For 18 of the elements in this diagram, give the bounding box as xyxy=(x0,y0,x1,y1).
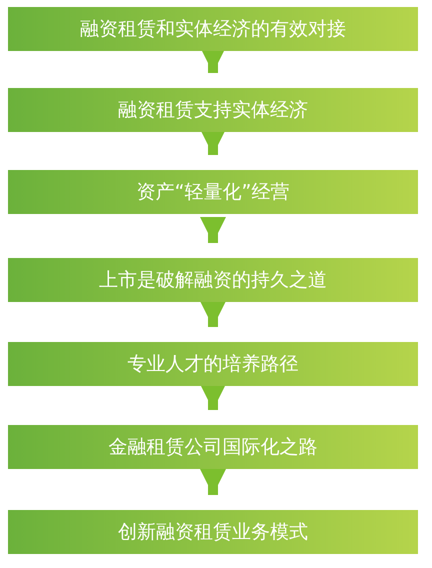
arrow xyxy=(200,469,226,495)
arrow xyxy=(200,217,226,243)
box-label: 创新融资租赁业务模式 xyxy=(118,520,308,545)
box-label: 金融租赁公司国际化之路 xyxy=(108,435,318,460)
process-box xyxy=(8,170,418,214)
process-box xyxy=(8,342,418,386)
process-box xyxy=(8,510,418,554)
process-box xyxy=(8,425,418,469)
box-label: 上市是破解融资的持久之道 xyxy=(99,268,327,293)
box-label: 融资租赁和实体经济的有效对接 xyxy=(80,17,346,42)
process-box xyxy=(8,88,418,132)
arrow xyxy=(200,301,226,327)
process-box xyxy=(8,258,418,302)
arrow xyxy=(200,384,226,410)
process-box xyxy=(8,7,418,51)
box-label: 融资租赁支持实体经济 xyxy=(118,98,308,123)
box-label: 专业人才的培养路径 xyxy=(128,352,298,377)
box-label: 资产“轻量化”经营 xyxy=(136,180,290,205)
